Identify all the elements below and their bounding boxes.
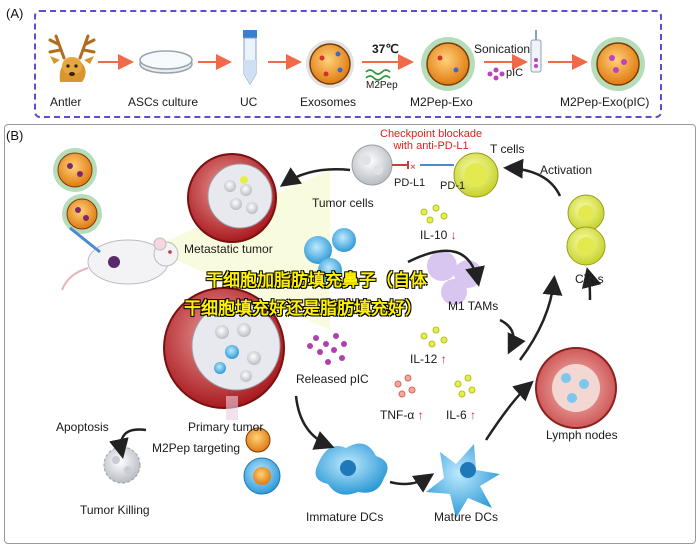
il6-label: IL-6 ↑ [446,408,477,422]
watermark-line-2: 干细胞填充好还是脂肪填充好） [184,299,422,318]
exosome-top-left-2 [62,194,102,234]
mature-dcs-label: Mature DCs [434,510,499,524]
checkpoint-blockade-label: Checkpoint blockade with anti-PD-L1 [380,128,483,152]
sonication-tube-icon [530,30,542,73]
metastatic-tumor-label: Metastatic tumor [184,242,273,256]
temperature-label: 37℃ [372,42,399,56]
increase-arrow-icon: ↑ [417,408,424,422]
targeting-exosome-2 [243,457,281,495]
cytokine-tnfa-dots [394,374,416,398]
increase-arrow-icon: ↑ [440,352,447,366]
panel-b-frame [4,124,696,544]
m2-cells-icon [304,228,356,282]
primary-tumor-label: Primary tumor [188,420,264,434]
immature-dcs-label: Immature DCs [306,510,384,524]
checkpoint-receptor-icon: × [392,161,454,173]
pic-dots-icon [487,67,505,81]
mouse-icon [61,226,179,291]
apoptosis-label: Apoptosis [56,420,109,434]
m2pep-exo-pic-icon [591,37,645,91]
decrease-arrow-icon: ↓ [450,228,457,242]
targeting-exosome-1 [245,427,271,453]
m2pep-peptide-icon [365,69,391,81]
panel-b-flow-arrows [109,158,602,493]
released-pic-label: Released pIC [296,372,369,386]
step-uc-label: UC [240,95,258,109]
reagent-pic-label: pIC [506,67,524,79]
centrifuge-tube-icon [243,30,257,85]
watermark-line-1: 干细胞加脂肪填充鼻子（自体 [206,271,427,290]
m2pep-targeting-label: M2Pep targeting [152,441,241,455]
cytokine-il6-dots [454,374,476,398]
mature-dc-icon [426,444,500,518]
cytokine-il12-dots [420,326,448,348]
reagent-m2pep-label: M2Pep [366,80,398,91]
deer-icon [48,34,96,82]
panel-a-frame [34,10,662,118]
immature-dc-icon [315,443,388,495]
tumor-killing-label: Tumor Killing [80,503,150,517]
released-pic-icon [307,333,347,365]
panel-b-tag: (B) [6,128,24,143]
m1-tams-icon [427,251,482,305]
step-antler-label: Antler [50,95,82,109]
m2pep-exo-icon [421,37,475,91]
m1-tams-label: M1 TAMs [448,299,499,313]
primary-tumor-icon [163,287,285,420]
t-cell-icon [453,152,499,198]
step-m2pep-exo-label: M2Pep-Exo [410,95,473,109]
lymph-nodes-label: Lymph nodes [546,428,618,442]
pd-1-label: PD-1 [440,180,466,192]
exosome-top-left-1 [53,148,97,192]
tumor-cell-icon [351,144,393,186]
tumor-cells-label: Tumor cells [312,196,374,210]
sonication-label: Sonication [474,42,531,56]
tnfa-label: TNF-α ↑ [380,408,424,422]
increase-arrow-icon: ↑ [470,408,477,422]
il12-label: IL-12 ↑ [410,352,447,366]
panel-a-tag: (A) [6,6,24,21]
il10-label: IL-10 ↓ [420,228,457,242]
ctls-label: CTLs [575,272,604,286]
activation-label: Activation [540,163,593,177]
cytokine-il10-dots [420,204,448,224]
metastatic-tumor-icon [187,153,277,243]
pd-l1-label: PD-L1 [394,177,426,189]
step-ascs-culture-label: ASCs culture [128,95,199,109]
light-beam [150,170,330,330]
t-cells-label: T cells [490,142,525,156]
m2-cells-label: M2 cells [316,296,361,310]
petri-dish-icon [139,50,193,74]
exosome-icon [306,40,354,88]
svg-text:×: × [410,162,416,173]
step-m2pep-exo-pic-label: M2Pep-Exo(pIC) [560,95,650,109]
lymph-node-icon [535,347,617,429]
ctl-cells-icon [566,194,606,266]
step-exosomes-label: Exosomes [300,95,357,109]
